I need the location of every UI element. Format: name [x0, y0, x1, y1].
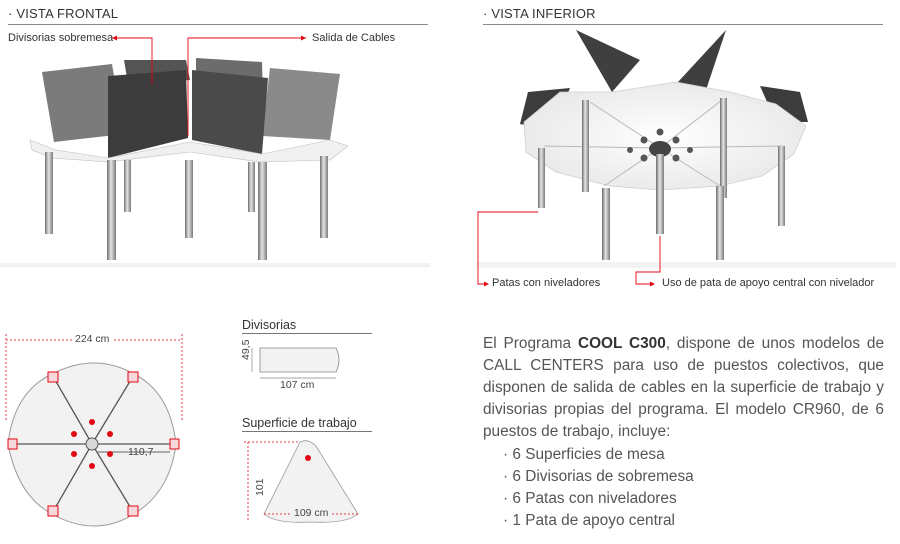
surface-title: Superficie de trabajo — [242, 416, 357, 430]
dividers-rule — [242, 333, 372, 334]
includes-list: · 6 Superficies de mesa · 6 Divisorias d… — [503, 444, 694, 532]
dividers-title: Divisorias — [242, 318, 297, 332]
list-item: · 6 Superficies de mesa — [503, 446, 665, 463]
callout-leveling-legs: Patas con niveladores — [492, 277, 601, 289]
surface-width-label: 109 cm — [292, 507, 331, 519]
bottom-view-rule — [483, 24, 883, 25]
surface-height-label: 101 — [254, 478, 266, 496]
list-item: · 6 Divisorias de sobremesa — [503, 468, 694, 485]
front-view-title: · VISTA FRONTAL — [8, 6, 119, 21]
surface-rule — [242, 431, 372, 432]
description-model: COOL C300 — [577, 335, 666, 352]
list-item: · 1 Pata de apoyo central — [503, 512, 675, 529]
description-paragraph: El Programa COOL C300, dispone de unos m… — [483, 333, 884, 443]
front-view-rule — [8, 24, 428, 25]
bottom-view-title: · VISTA INFERIOR — [483, 6, 596, 21]
divider-width-label: 107 cm — [280, 379, 315, 391]
description-prefix: El Programa — [483, 335, 578, 352]
callout-cable-outlet: Salida de Cables — [312, 32, 396, 44]
plan-width-label: 224 cm — [72, 333, 113, 345]
callout-center-leg: Uso de pata de apoyo central con nivelad… — [662, 277, 875, 289]
description-text: , dispone de unos modelos de CALL CENTER… — [483, 335, 885, 440]
callout-dividers: Divisorias sobremesa — [8, 32, 114, 44]
plan-radius-label: 110,7 — [128, 446, 154, 458]
list-item: · 6 Patas con niveladores — [503, 490, 677, 507]
